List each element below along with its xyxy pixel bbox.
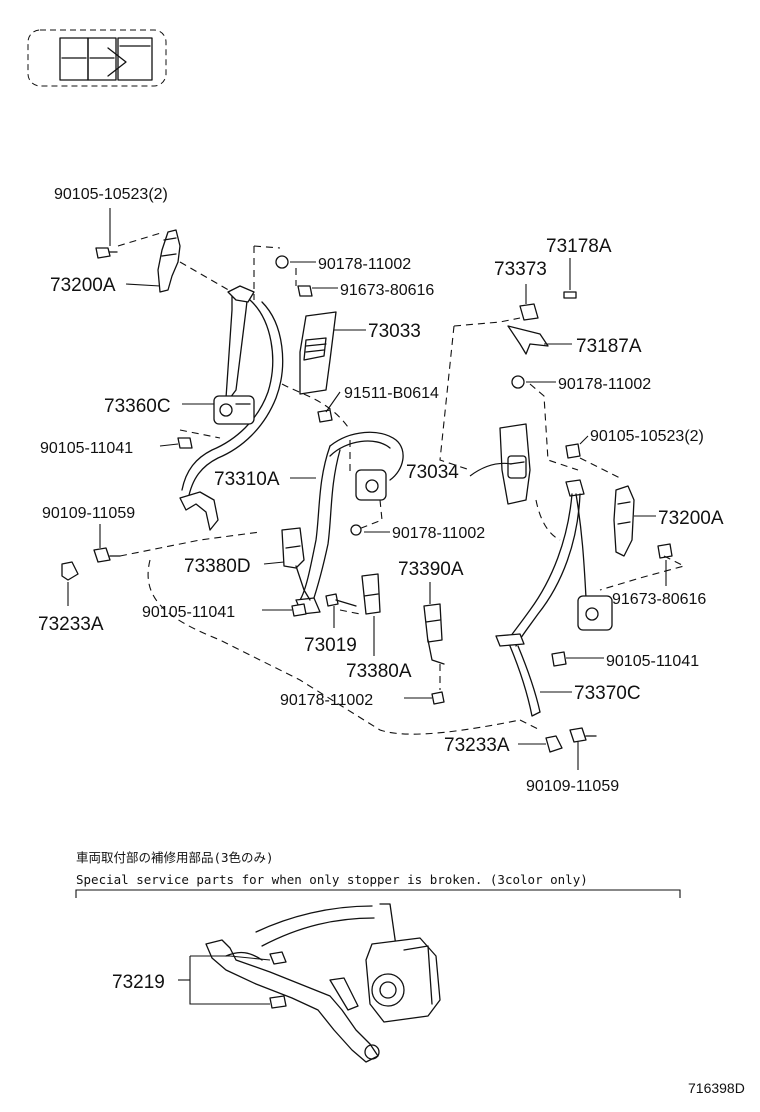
cap-73233A-right [545, 735, 563, 753]
bolt-91673-80616-a [297, 285, 313, 297]
label-90105-10523-top: 90105-10523(2) [54, 186, 168, 203]
bolt-90105-10523-right [565, 443, 581, 459]
label-90178-11002-d: 90178-11002 [558, 376, 651, 393]
note-japanese: 車両取付部の補修用部品(3色のみ) [76, 850, 274, 865]
label-73200A-left: 73200A [50, 275, 116, 296]
bracket-73373 [519, 303, 539, 321]
buckle-73390A [423, 603, 445, 665]
label-90178-11002-c: 90178-11002 [280, 692, 373, 709]
clip-73178A [563, 291, 577, 299]
leader-lines [67, 208, 667, 770]
cap-73233A-left [61, 561, 79, 581]
belt-left-outer [179, 285, 284, 531]
bolt-73019 [325, 593, 357, 607]
label-73019: 73019 [304, 635, 357, 656]
bolt-90105-11041-left [177, 437, 193, 449]
label-91511-B0614: 91511-B0614 [344, 385, 439, 402]
nut-90178-11002-d [511, 375, 525, 389]
label-73370C: 73370C [574, 683, 641, 704]
dashed-outlines [117, 231, 686, 735]
nut-90178-11002-c [431, 691, 445, 705]
label-73187A: 73187A [576, 336, 642, 357]
nut-90178-11002-a [275, 255, 289, 269]
note-english: Special service parts for when only stop… [76, 872, 588, 887]
label-73373: 73373 [494, 259, 547, 280]
diagram-reference: 716398D [688, 1080, 745, 1096]
label-90105-11041-b: 90105-11041 [142, 604, 235, 621]
label-73233A-left: 73233A [38, 614, 104, 635]
label-90109-11059-b: 90109-11059 [526, 778, 619, 795]
buckle-73380D [281, 527, 311, 601]
label-73219: 73219 [112, 972, 165, 993]
height-adjuster-right [613, 485, 635, 557]
label-73360C: 73360C [104, 396, 171, 417]
label-73380D: 73380D [184, 556, 251, 577]
belt-center-73310A [295, 431, 404, 615]
label-90178-11002-b: 90178-11002 [392, 525, 485, 542]
label-91673-80616-a: 91673-80616 [340, 282, 434, 299]
bolt-91673-80616-b [657, 543, 673, 559]
bolt-90109-11059-left [93, 547, 121, 563]
label-90105-10523-right: 90105-10523(2) [590, 428, 704, 445]
label-73390A: 73390A [398, 559, 464, 580]
belt-right-outer [495, 479, 613, 717]
stopper-detail [178, 903, 441, 1063]
trim-73034 [499, 423, 531, 505]
label-90105-11041-a: 90105-11041 [40, 440, 133, 457]
label-73034: 73034 [406, 462, 459, 483]
bolt-90105-10523-left [95, 247, 118, 259]
label-73233A-right: 73233A [444, 735, 510, 756]
label-90105-11041-c: 90105-11041 [606, 653, 699, 670]
label-90178-11002-a: 90178-11002 [318, 256, 411, 273]
label-73310A: 73310A [214, 469, 280, 490]
bolt-90105-11041-c [551, 651, 567, 667]
bolt-91511-B0614 [317, 409, 333, 423]
label-73380A: 73380A [346, 661, 412, 682]
height-adjuster-left [157, 229, 181, 293]
label-73200A-right: 73200A [658, 508, 724, 529]
trim-73033 [299, 311, 337, 395]
service-note: 車両取付部の補修用部品(3色のみ) Special service parts … [75, 850, 681, 898]
nut-90178-11002-b [350, 524, 362, 536]
label-73033: 73033 [368, 321, 421, 342]
bolt-90105-11041-b [291, 603, 307, 617]
label-73178A: 73178A [546, 236, 612, 257]
part-labels: 90105-10523(2) 73200A 90178-11002 91673-… [38, 186, 724, 795]
vehicle-seat-row-icon [27, 29, 167, 87]
label-90109-11059-a: 90109-11059 [42, 505, 135, 522]
buckle-73380A [361, 573, 381, 615]
bracket-73187A [507, 325, 549, 355]
bolt-90109-11059-right [569, 727, 597, 743]
label-91673-80616-b: 91673-80616 [612, 591, 706, 608]
